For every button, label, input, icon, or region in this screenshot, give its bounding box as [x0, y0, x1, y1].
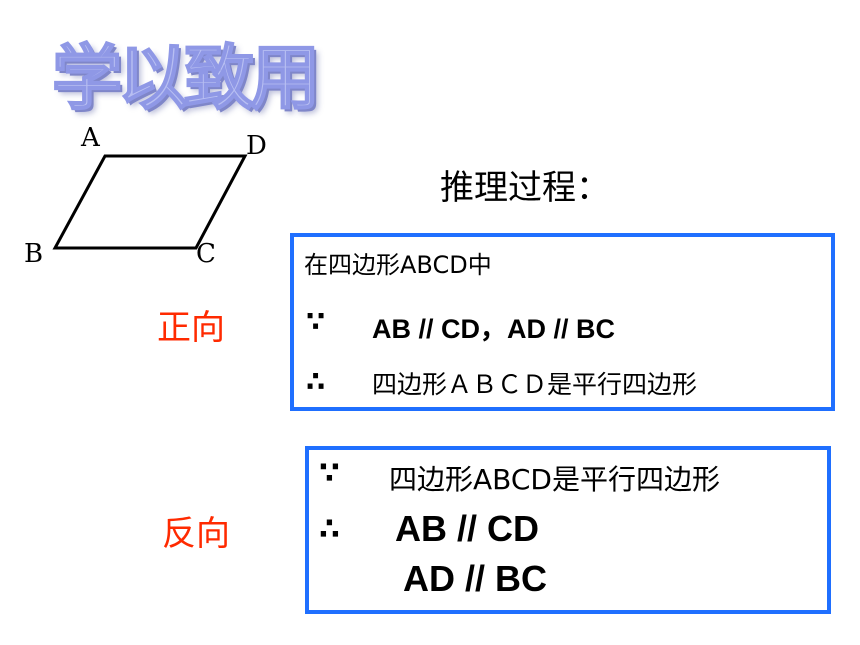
reverse-label: 反向: [162, 514, 230, 554]
because-symbol: ∵: [319, 456, 340, 491]
forward-proof-box: 在四边形ABCD中 ∵ AB // CD，AD // BC ∴ 四边形ＡＢＣＤ是…: [290, 233, 835, 411]
forward-line-2: AB // CD，AD // BC: [372, 314, 615, 344]
forward-line-1: 在四边形ABCD中: [304, 251, 492, 279]
vertex-label-b: B: [24, 239, 43, 269]
page-title: 学以致用: [51, 36, 321, 120]
parallelogram-shape: [52, 154, 248, 250]
forward-label: 正向: [157, 308, 225, 348]
reverse-line-3: AD // BC: [403, 558, 547, 599]
because-symbol: ∵: [306, 305, 326, 338]
therefore-symbol: ∴: [306, 365, 326, 398]
forward-line-3: 四边形ＡＢＣＤ是平行四边形: [372, 370, 698, 399]
reasoning-subtitle: 推理过程：: [440, 168, 610, 208]
reverse-proof-box: ∵ 四边形ABCD是平行四边形 ∴ AB // CD AD // BC: [305, 446, 831, 614]
reverse-line-1: 四边形ABCD是平行四边形: [389, 463, 720, 496]
vertex-label-a: A: [80, 123, 101, 153]
parallelogram-diagram: A D B C: [24, 123, 267, 269]
vertex-label-c: C: [196, 239, 216, 269]
reverse-line-2: AB // CD: [395, 508, 539, 549]
therefore-symbol: ∴: [319, 512, 340, 547]
vertex-label-d: D: [246, 131, 267, 161]
